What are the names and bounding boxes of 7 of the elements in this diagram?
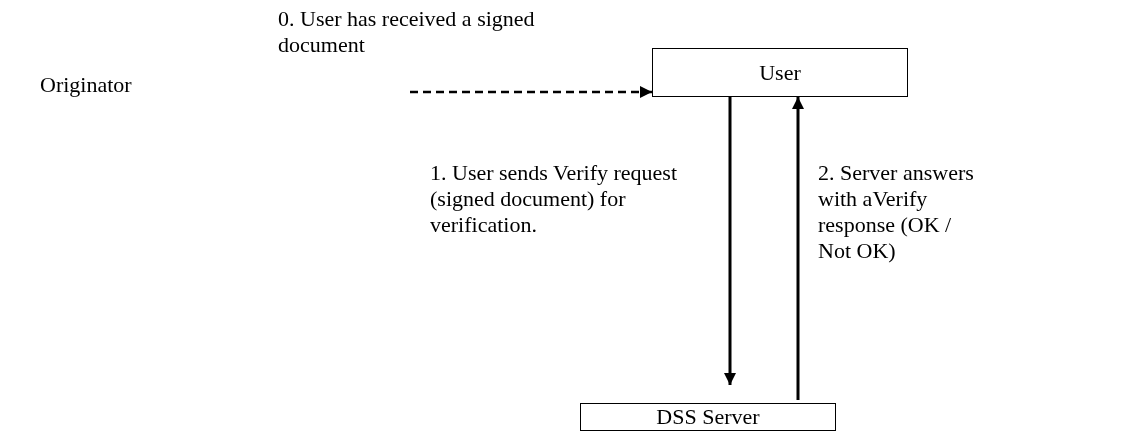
dashed-arrow	[410, 86, 652, 98]
arrow	[724, 97, 736, 385]
box-label: User	[759, 59, 801, 86]
arrow	[792, 97, 804, 400]
box-label: DSS Server	[656, 404, 760, 430]
process-box	[580, 403, 836, 431]
process-box	[652, 48, 908, 97]
